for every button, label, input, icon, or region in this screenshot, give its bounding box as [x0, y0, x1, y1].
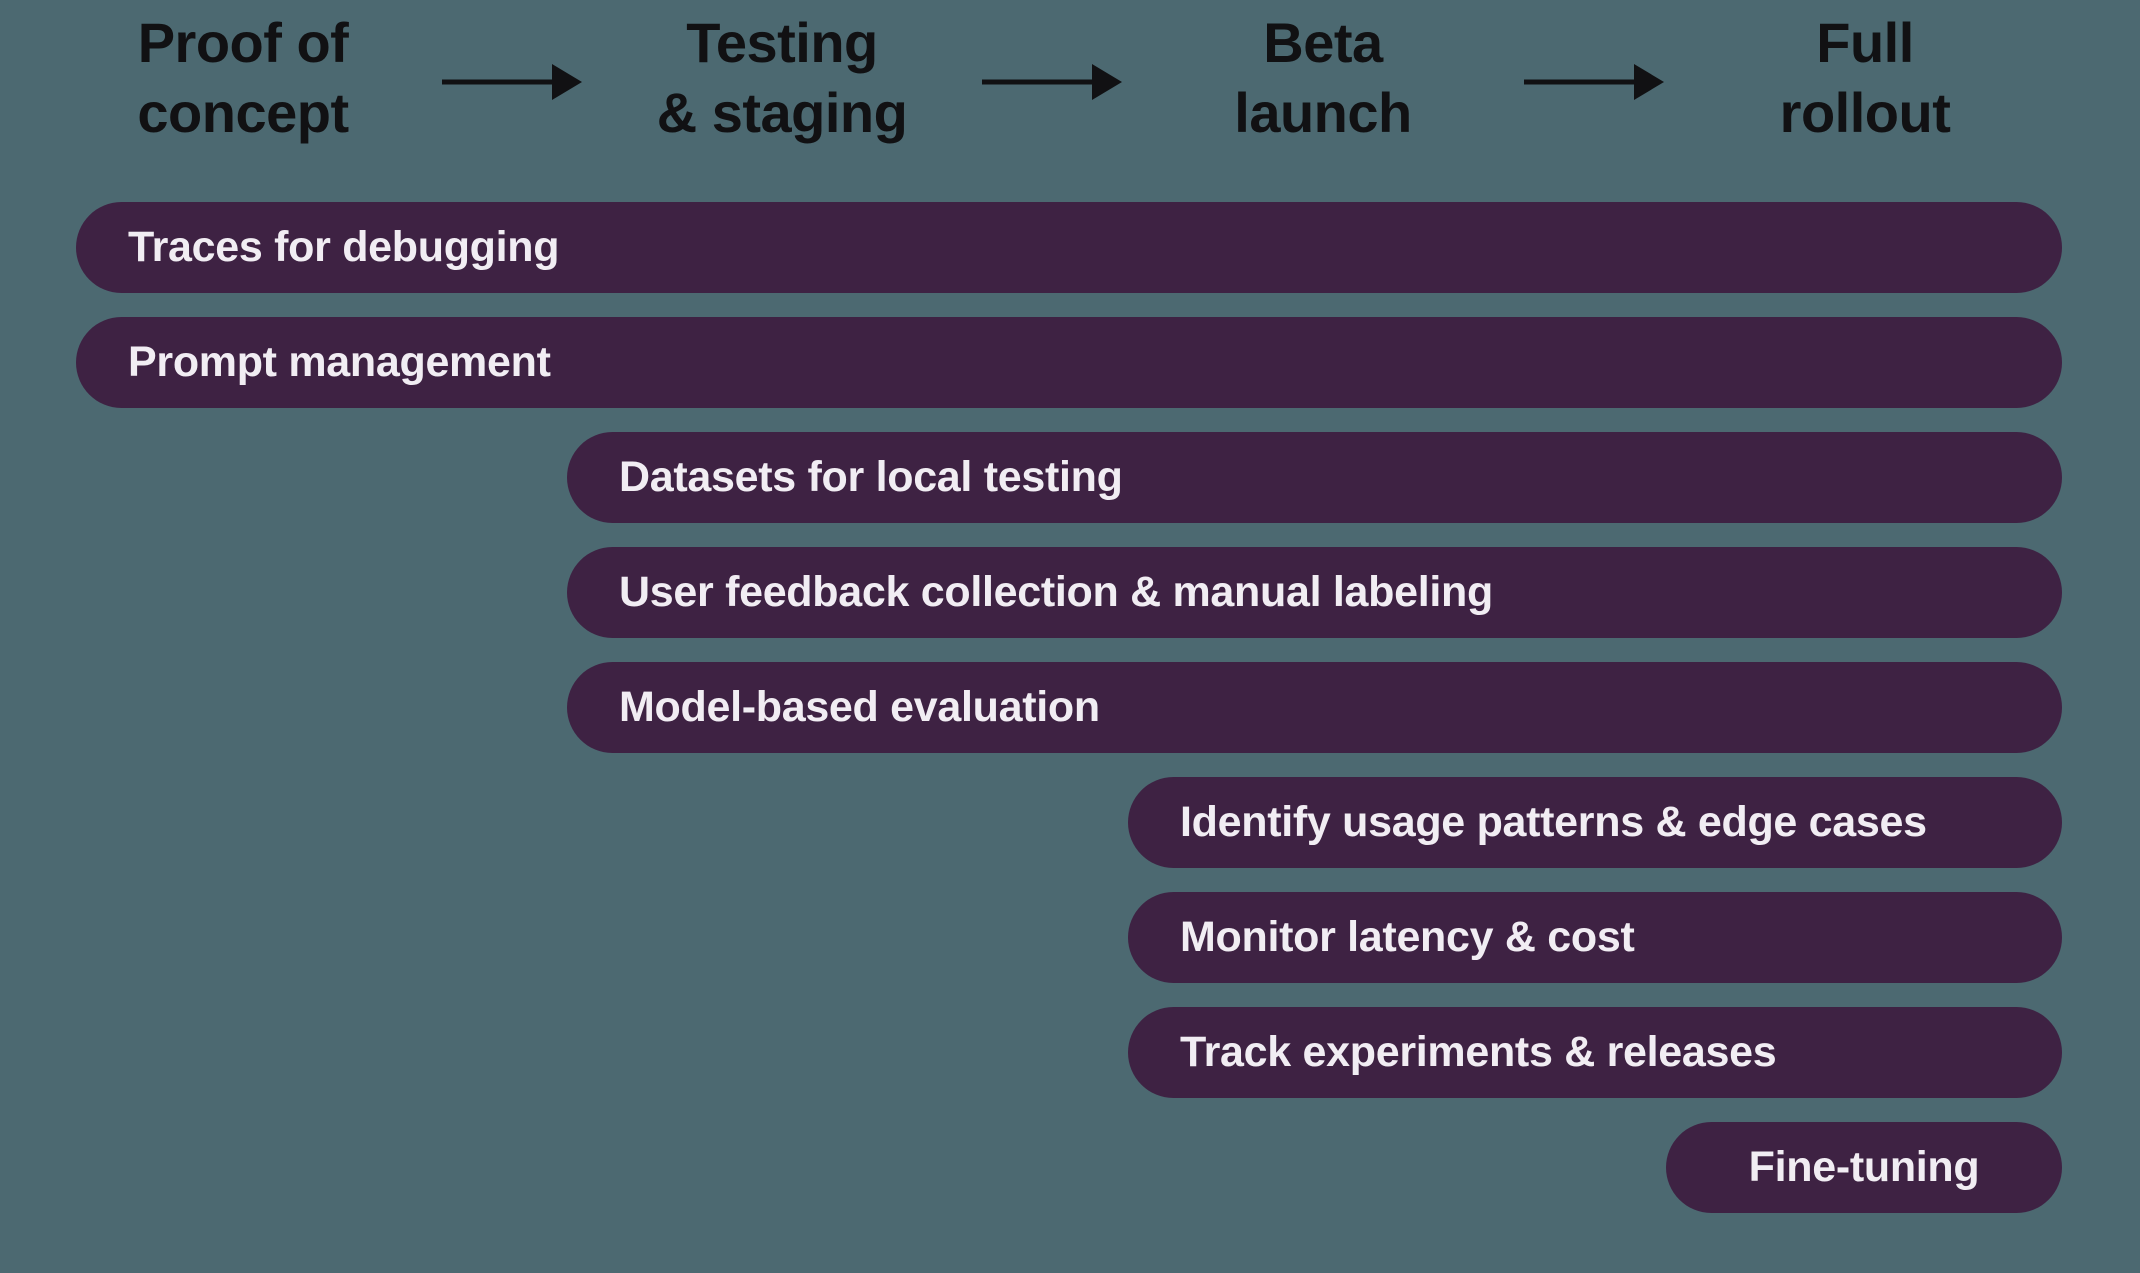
stage-label-line: launch — [1234, 81, 1412, 144]
arrow-right-icon — [1524, 64, 1664, 100]
feature-bar-label: Track experiments & releases — [1180, 1028, 1777, 1076]
feature-bar-label: Datasets for local testing — [619, 453, 1123, 501]
feature-bar-label: Prompt management — [128, 338, 551, 386]
feature-bar-model-based-evaluation: Model-based evaluation — [567, 662, 2062, 753]
stage-label-line: concept — [137, 81, 349, 144]
stage-label-line: Beta — [1263, 11, 1383, 74]
feature-bar-label: Identify usage patterns & edge cases — [1180, 798, 1927, 846]
stage-label-line: & staging — [656, 81, 908, 144]
stage-label-line: Full — [1816, 11, 1914, 74]
arrow-right-icon — [982, 64, 1122, 100]
stage-label-line: rollout — [1779, 81, 1951, 144]
feature-bar-user-feedback-collection: User feedback collection & manual labeli… — [567, 547, 2062, 638]
stage-label-line: Testing — [686, 11, 878, 74]
stage-label-beta-launch: Beta launch — [1123, 8, 1523, 148]
stage-label-line: Proof of — [137, 11, 349, 74]
feature-bar-label: User feedback collection & manual labeli… — [619, 568, 1493, 616]
stage-label-proof-of-concept: Proof of concept — [43, 8, 443, 148]
feature-bar-label: Model-based evaluation — [619, 683, 1100, 731]
stage-label-full-rollout: Full rollout — [1665, 8, 2065, 148]
feature-bar-label: Fine-tuning — [1748, 1143, 1980, 1191]
stage-label-testing-staging: Testing & staging — [582, 8, 982, 148]
arrow-right-icon — [442, 64, 582, 100]
feature-bar-fine-tuning: Fine-tuning — [1666, 1122, 2062, 1213]
feature-bar-label: Traces for debugging — [128, 223, 560, 271]
feature-bar-traces-for-debugging: Traces for debugging — [76, 202, 2062, 293]
feature-bar-prompt-management: Prompt management — [76, 317, 2062, 408]
feature-bar-datasets-for-local-testing: Datasets for local testing — [567, 432, 2062, 523]
feature-bar-label: Monitor latency & cost — [1180, 913, 1635, 961]
feature-bar-monitor-latency-cost: Monitor latency & cost — [1128, 892, 2062, 983]
feature-bar-track-experiments-releases: Track experiments & releases — [1128, 1007, 2062, 1098]
feature-bar-identify-usage-patterns: Identify usage patterns & edge cases — [1128, 777, 2062, 868]
